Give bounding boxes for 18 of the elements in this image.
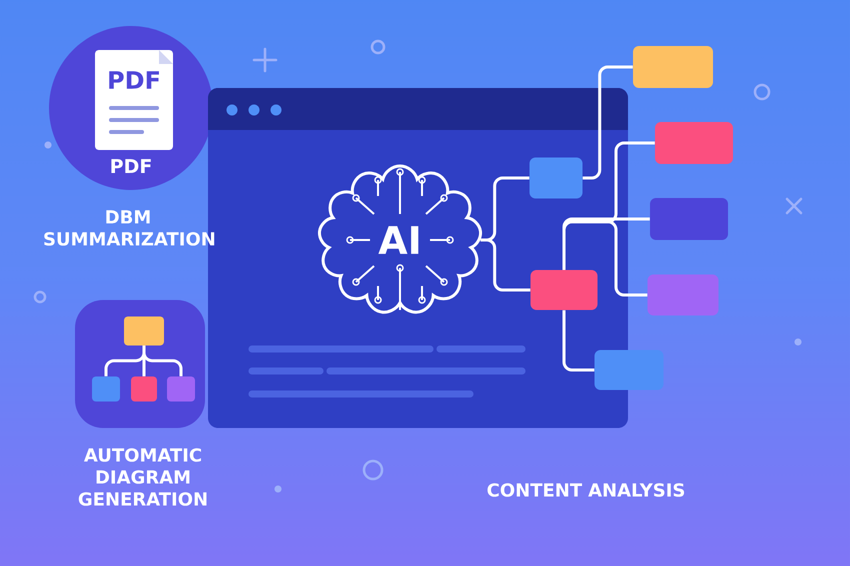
- brain-drawing: AI: [318, 164, 482, 314]
- mind-map-box: [530, 270, 598, 310]
- mind-map-box: [648, 274, 718, 316]
- mini-box: [124, 316, 164, 346]
- mini-box: [131, 376, 157, 402]
- mini-box: [92, 376, 120, 402]
- mind-map-connector: [562, 220, 648, 296]
- mind-map-connector: [480, 238, 530, 292]
- mini-box: [167, 376, 195, 402]
- feature-caption: DBM SUMMARIZATION: [44, 210, 214, 246]
- feature-caption: AUTOMATIC DIAGRAM GENERATION: [78, 448, 206, 506]
- mind-map-box: [633, 46, 713, 88]
- mind-map-connector: [562, 310, 594, 372]
- mind-map-box: [594, 350, 664, 390]
- feature-caption: CONTENT ANALYSIS: [488, 483, 684, 497]
- mind-map-box: [530, 158, 582, 198]
- mind-map-box: [655, 122, 733, 164]
- mind-map-box: [650, 198, 728, 240]
